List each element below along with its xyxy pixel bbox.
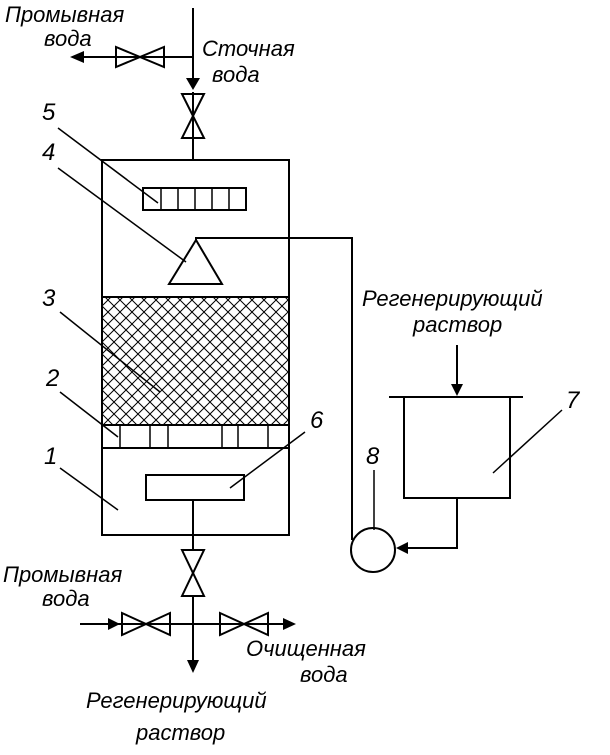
regen-right-label-line2: раствор (412, 312, 502, 337)
inlet-valve (180, 93, 206, 139)
bottom-valve (180, 549, 206, 597)
bottom-outlet-pipe (187, 500, 199, 673)
treated-water-label-line1: Очищенная (246, 636, 366, 661)
regenerant-inflow-arrow (451, 345, 463, 396)
bottom-wash-inlet (80, 618, 193, 630)
regen-bottom-label-line1: Регенерирующий (86, 688, 267, 713)
callout-8: 8 (366, 443, 380, 470)
lower-distributor (101, 424, 290, 449)
resin-bed (101, 296, 290, 426)
bottom-wash-valve (121, 611, 171, 637)
wash-water-top-label-line2: вода (44, 26, 92, 51)
callout-4: 4 (42, 139, 55, 166)
top-inlet-pipe (186, 8, 200, 160)
callout-1: 1 (44, 443, 57, 470)
treated-water-valve (219, 611, 269, 637)
leader-lines (57, 127, 563, 530)
wash-water-top-label-line1: Промывная (5, 2, 125, 27)
callout-3: 3 (42, 285, 56, 312)
regen-right-label-line1: Регенерирующий (362, 286, 543, 311)
regen-bottom-label-line2: раствор (135, 720, 225, 745)
tank-to-pump-line (396, 498, 458, 554)
callout-6: 6 (310, 407, 324, 434)
wastewater-label-line1: Сточная (202, 36, 295, 61)
pump (350, 527, 396, 573)
callout-2: 2 (45, 365, 59, 392)
bottom-collector (145, 474, 245, 501)
callout-5: 5 (42, 99, 56, 126)
callout-7: 7 (566, 387, 581, 414)
wash-water-bottom-label-line2: вода (42, 586, 90, 611)
regenerant-supply-line (195, 237, 353, 540)
top-wash-valve (115, 45, 165, 69)
treated-water-outlet (193, 618, 296, 630)
wash-water-bottom-label-line1: Промывная (3, 562, 123, 587)
upper-distributor (142, 187, 247, 211)
regenerant-distributor (167, 238, 224, 285)
regenerant-tank (389, 396, 523, 499)
treated-water-label-line2: вода (300, 662, 348, 687)
wastewater-label-line2: вода (212, 62, 260, 87)
